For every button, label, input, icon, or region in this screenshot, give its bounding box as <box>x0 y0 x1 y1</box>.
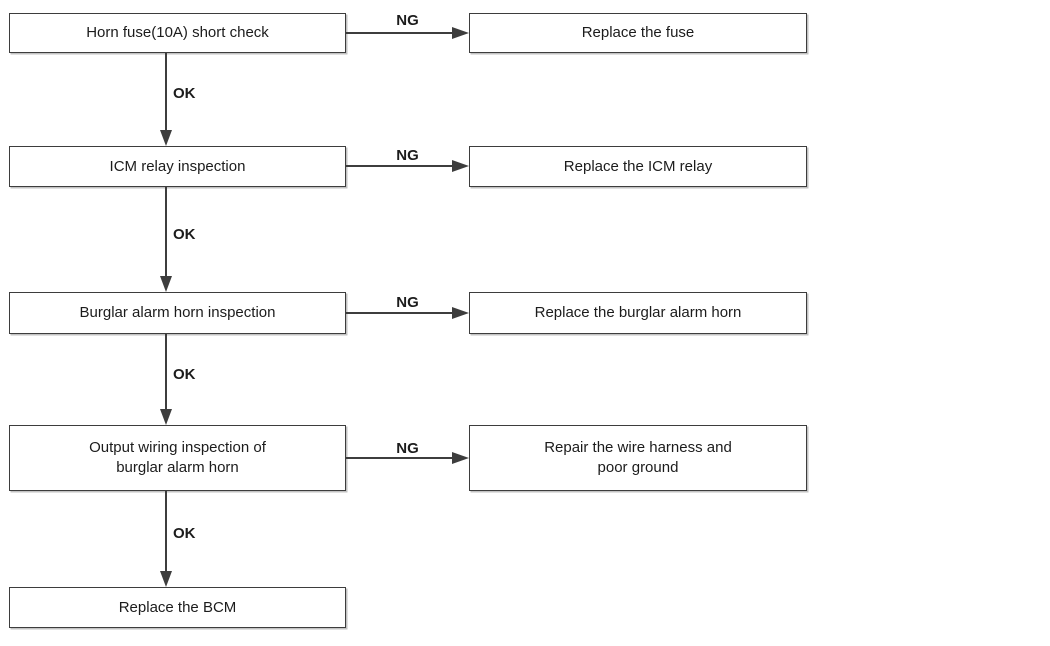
node-output-wiring-inspection: Output wiring inspection of burglar alar… <box>9 425 346 491</box>
ng-connector-3 <box>346 312 454 314</box>
ok-connector-1 <box>165 53 167 130</box>
ok-connector-3 <box>165 334 167 409</box>
ng-connector-2 <box>346 165 454 167</box>
ng-connector-4 <box>346 457 454 459</box>
node-burglar-alarm-horn-inspection: Burglar alarm horn inspection <box>9 292 346 334</box>
ok-connector-4 <box>165 491 167 571</box>
arrow-right-icon <box>452 160 469 172</box>
ng-connector-1 <box>346 32 454 34</box>
ok-label-2: OK <box>173 226 196 243</box>
ng-label-4: NG <box>396 440 419 457</box>
arrow-right-icon <box>452 27 469 39</box>
node-replace-fuse: Replace the fuse <box>469 13 807 53</box>
ng-label-1: NG <box>396 12 419 29</box>
node-horn-fuse-check: Horn fuse(10A) short check <box>9 13 346 53</box>
ng-label-2: NG <box>396 147 419 164</box>
arrow-right-icon <box>452 452 469 464</box>
arrow-right-icon <box>452 307 469 319</box>
node-replace-bcm: Replace the BCM <box>9 587 346 628</box>
arrow-down-icon <box>160 276 172 292</box>
ok-label-4: OK <box>173 525 196 542</box>
node-repair-wire-harness: Repair the wire harness and poor ground <box>469 425 807 491</box>
ok-connector-2 <box>165 187 167 276</box>
arrow-down-icon <box>160 571 172 587</box>
arrow-down-icon <box>160 130 172 146</box>
ok-label-1: OK <box>173 85 196 102</box>
node-icm-relay-inspection: ICM relay inspection <box>9 146 346 187</box>
ng-label-3: NG <box>396 294 419 311</box>
ok-label-3: OK <box>173 366 196 383</box>
arrow-down-icon <box>160 409 172 425</box>
node-replace-icm-relay: Replace the ICM relay <box>469 146 807 187</box>
node-replace-burglar-alarm-horn: Replace the burglar alarm horn <box>469 292 807 334</box>
